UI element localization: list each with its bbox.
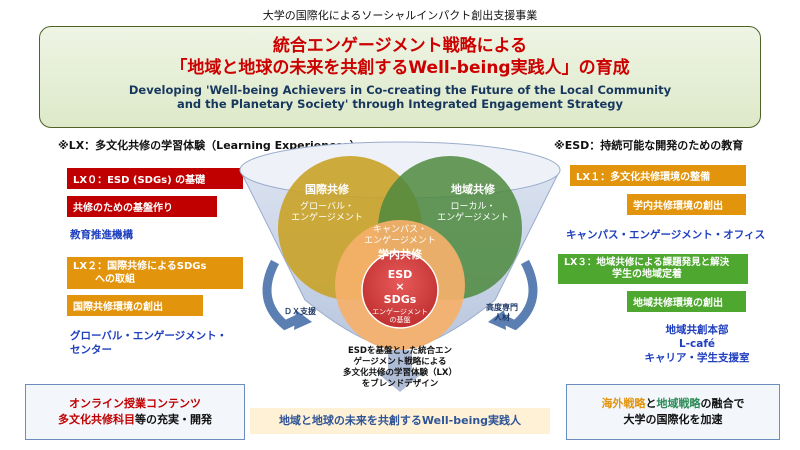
lx3-line2: 学生の地域定着 xyxy=(612,269,682,280)
core-sdgs: SDGs xyxy=(384,293,417,306)
intl-sub2: エンゲージメント xyxy=(291,211,363,223)
overseas-strategy-text: 海外戦略 xyxy=(601,397,646,410)
center-note-line4: をブレンドデザイン xyxy=(361,379,439,389)
right-cycle-arrow xyxy=(498,259,538,331)
and-text: と xyxy=(645,397,657,410)
center-note-line3: 多文化共修の学習体験（LX） xyxy=(343,368,457,378)
core-esd: ESD xyxy=(388,268,413,281)
lx0-sub-box: 共修のための基盤作り xyxy=(67,196,217,217)
core-eng2: の基盤 xyxy=(390,315,411,324)
org-regional-line3: キャリア・学生支援室 xyxy=(644,352,750,364)
local-title: 地域共修 xyxy=(451,182,496,196)
campus-sub1: キャンパス・ xyxy=(373,224,427,235)
org-global-line2: センター xyxy=(70,344,112,356)
top-caption: 大学の国際化によるソーシャルインパクト創出支援事業 xyxy=(262,9,538,22)
expert-label1: 高度専門 xyxy=(486,302,518,312)
lx0-box: LX０：ESD (SDGs) の基礎 xyxy=(67,168,243,189)
lx2-sub-box: 国際共修環境の創出 xyxy=(67,295,203,316)
lx2-line2: への取組 xyxy=(95,274,135,285)
left-cycle-arrow xyxy=(262,259,302,331)
center-note-line2: ゲージメント戦略による xyxy=(353,357,447,367)
expert-label2: 人材 xyxy=(494,312,510,322)
lx1-sub-box: 学内共修環境の創出 xyxy=(627,194,746,215)
dx-support-label: ＤＸ支援 xyxy=(284,306,317,316)
left-header: ※LX：多文化共修の学習体験（Learning Experiences） xyxy=(58,139,361,152)
intl-sub1: グローバル・ xyxy=(300,200,354,212)
core-times: × xyxy=(395,280,404,293)
lx3-box: LX３：地域共修による課題発見と解決 学生の地域定着 xyxy=(558,254,748,284)
right-arrow-head xyxy=(488,310,506,330)
intl-title: 国際共修 xyxy=(305,182,350,196)
regional-strategy-text: 地域戦略 xyxy=(656,397,701,410)
multicultural-course-text: 多文化共修科目 xyxy=(58,413,135,426)
right-header: ※ESD：持続可能な開発のための教育 xyxy=(554,139,744,152)
title-en-line1: Developing 'Well-being Achievers in Co-c… xyxy=(128,83,672,97)
org-global-line1: グローバル・エンゲージメント・ xyxy=(70,330,228,342)
lx2-line1: LX２：国際共修によるSDGs xyxy=(73,261,207,272)
title-box: 統合エンゲージメント戦略による 「地域と地球の未来を共創するWell-being… xyxy=(39,26,761,128)
title-jp-line1: 統合エンゲージメント戦略による xyxy=(272,36,528,56)
enrichment-text: 等の充実・開発 xyxy=(135,413,212,426)
org-global-engagement: グローバル・エンゲージメント・ センター xyxy=(70,329,227,357)
org-education-promotion: 教育推進機構 xyxy=(70,229,133,241)
center-note-line1: ESDを基盤とした統合エン xyxy=(348,346,452,356)
bottom-left-panel: オンライン授業コンテンツ 多文化共修科目等の充実・開発 xyxy=(25,384,245,440)
lx3-sub-box: 地域共修環境の創出 xyxy=(627,291,746,312)
local-sub2: エンゲージメント xyxy=(437,211,509,223)
campus-sub2: エンゲージメント xyxy=(364,234,436,246)
title-jp-line2: 「地域と地球の未来を共創するWell-being実践人」の育成 xyxy=(170,58,630,78)
center-note: ESDを基盤とした統合エン ゲージメント戦略による 多文化共修の学習体験（LX）… xyxy=(318,346,482,390)
left-arrow-head xyxy=(294,310,312,330)
bottom-center-pill: 地域と地球の未来を共創するWell-being実践人 xyxy=(250,408,550,434)
core-eng1: エンゲージメント xyxy=(372,307,428,316)
accelerate-text: 大学の国際化を加速 xyxy=(623,413,723,426)
title-en-line2: and the Planetary Society' through Integ… xyxy=(176,97,624,111)
org-regional-line2: L-café xyxy=(678,338,716,350)
fusion-text: の融合で xyxy=(700,397,745,410)
org-regional-cocreation: 地域共創本部 L-café キャリア・学生支援室 xyxy=(622,323,772,365)
bottom-right-panel: 海外戦略と地域戦略の融合で 大学の国際化を加速 xyxy=(566,384,780,440)
lx3-line1: LX３：地域共修による課題発見と解決 xyxy=(564,257,730,268)
org-regional-line1: 地域共創本部 xyxy=(665,324,729,336)
down-arrow xyxy=(376,350,424,392)
lx1-box: LX１：多文化共修環境の整備 xyxy=(570,165,746,186)
campus-title: 学内共修 xyxy=(378,247,423,261)
core-circle xyxy=(361,251,439,329)
lx2-box: LX２：国際共修によるSDGs への取組 xyxy=(67,257,243,289)
org-campus-engagement: キャンパス・エンゲージメント・オフィス xyxy=(566,229,766,241)
local-sub1: ローカル・ xyxy=(450,201,495,212)
online-content-text: オンライン授業コンテンツ xyxy=(69,397,201,410)
